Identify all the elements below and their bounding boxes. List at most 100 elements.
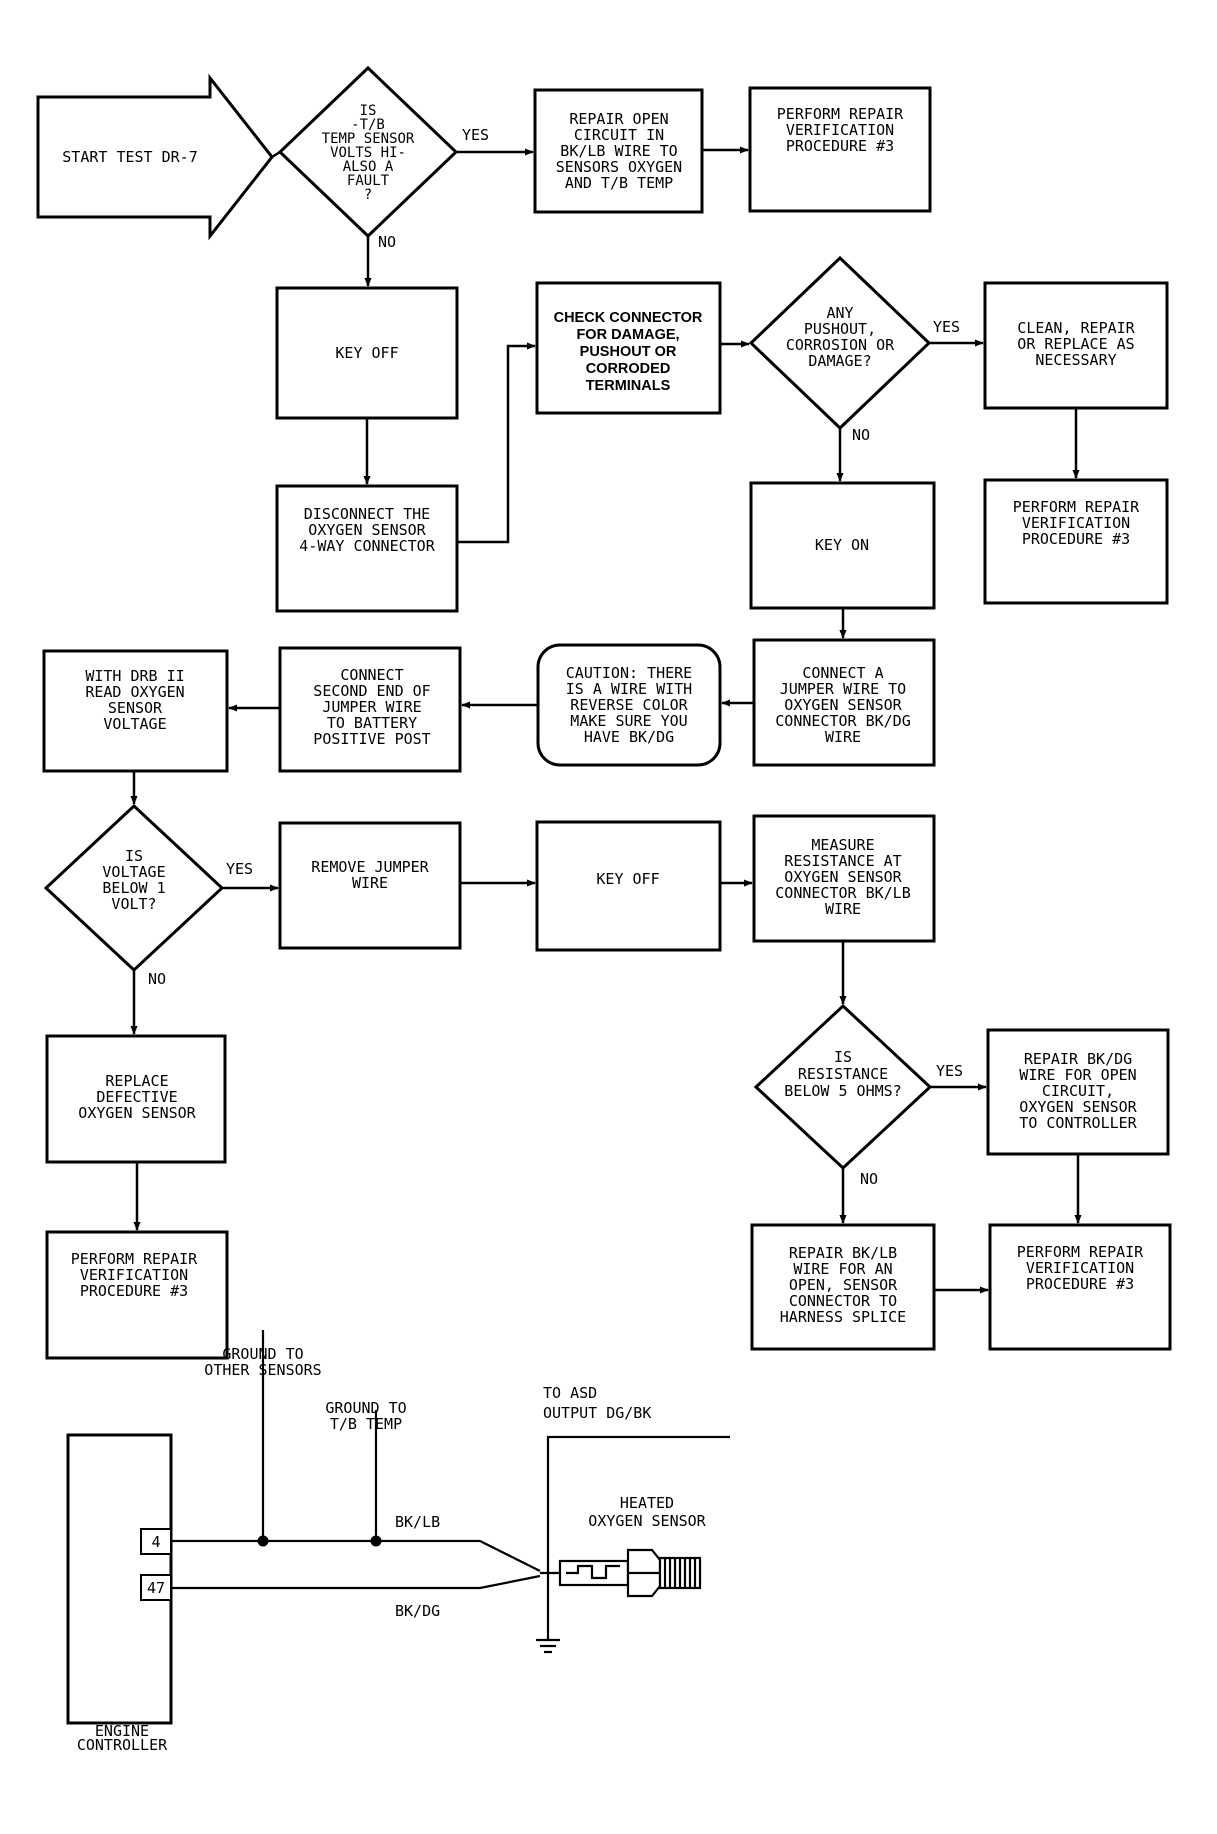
- oxygen-sensor-icon: [558, 1548, 702, 1598]
- replace-box: [45, 1034, 227, 1164]
- text-line: WIRE FOR OPEN: [1019, 1066, 1136, 1084]
- key-off-box-1: [275, 286, 459, 420]
- bkdg-wire: [171, 1574, 541, 1590]
- text-line: PROCEDURE #3: [1026, 1275, 1134, 1293]
- text-line: CIRCUIT,: [1042, 1082, 1114, 1100]
- text-line: VERIFICATION: [786, 121, 894, 139]
- check-connector-box: [535, 281, 722, 415]
- text-line: CORRODED: [586, 361, 671, 377]
- text-line: CONTROLLER: [77, 1736, 168, 1754]
- verify-box-3: [45, 1230, 229, 1360]
- repair-bklb-box: [750, 1223, 936, 1351]
- disconnect-box: [275, 484, 459, 613]
- text-line: REPAIR BK/DG: [1024, 1050, 1132, 1068]
- start-to-decision-connector: [271, 150, 281, 159]
- text-line: CONNECTOR BK/LB: [775, 884, 910, 902]
- bklb-wire: [171, 1539, 541, 1572]
- text-line: HARNESS SPLICE: [780, 1308, 906, 1326]
- text-line: CLEAN, REPAIR: [1017, 319, 1135, 337]
- text-line: OTHER SENSORS: [204, 1361, 321, 1379]
- text-line: VERIFICATION: [1022, 514, 1130, 532]
- text-line: GROUND TO: [222, 1345, 303, 1363]
- pushout-no-label: NO: [852, 426, 870, 444]
- text-line: IS: [360, 103, 377, 119]
- text-line: ?: [364, 187, 372, 203]
- text-line: VERIFICATION: [80, 1266, 188, 1284]
- text-line: REPLACE: [105, 1072, 168, 1090]
- text-line: IS: [125, 847, 143, 865]
- disconnect-to-check-arrow: [457, 342, 536, 544]
- text-line: CIRCUIT IN: [574, 126, 664, 144]
- measure-box: [752, 814, 936, 943]
- text-line: VERIFICATION: [1026, 1259, 1134, 1277]
- text-line: DISCONNECT THE: [304, 505, 430, 523]
- text-line: VOLTAGE: [102, 863, 165, 881]
- text-line: FAULT: [347, 173, 390, 189]
- connect-jumper-box: [752, 638, 936, 767]
- text-line: PROCEDURE #3: [786, 137, 894, 155]
- text-line: RESISTANCE AT: [784, 852, 901, 870]
- splice-dot-2: [370, 1535, 382, 1547]
- text-line: PROCEDURE #3: [1022, 530, 1130, 548]
- splice-dot-1: [257, 1535, 269, 1547]
- text-line: PUSHOUT,: [804, 320, 876, 338]
- text-line: READ OXYGEN: [85, 683, 184, 701]
- pushout-yes-label: YES: [933, 318, 960, 336]
- temp-no-label: NO: [378, 233, 396, 251]
- text-line: BELOW 5 OHMS?: [784, 1082, 901, 1100]
- text-line: REVERSE COLOR: [570, 696, 688, 714]
- resist-no-label: NO: [860, 1170, 878, 1188]
- key-on-box: [749, 481, 936, 610]
- text-line: HAVE BK/DG: [584, 728, 674, 746]
- text-line: WIRE: [825, 728, 861, 746]
- text-line: WITH DRB II: [85, 667, 184, 685]
- voltage-yes-label: YES: [226, 860, 253, 878]
- text-line: CONNECT A: [802, 664, 883, 682]
- text-line: PUSHOUT OR: [580, 344, 677, 360]
- text-line: SENSOR: [108, 699, 163, 717]
- pin-47-label: 47: [147, 1579, 165, 1597]
- text-line: POSITIVE POST: [313, 730, 430, 748]
- text-line: REMOVE JUMPER: [311, 858, 429, 876]
- text-line: DAMAGE?: [808, 352, 871, 370]
- pin-47-box: [140, 1574, 172, 1601]
- text-line: FOR DAMAGE,: [576, 327, 679, 343]
- text-line: NECESSARY: [1035, 351, 1116, 369]
- voltage-no-label: NO: [148, 970, 166, 988]
- text-line: MEASURE: [811, 836, 874, 854]
- text-line: CONNECTOR BK/DG: [775, 712, 910, 730]
- text-line: 4-WAY CONNECTOR: [299, 537, 435, 555]
- text-line: CORROSION OR: [786, 336, 895, 354]
- start-text: START TEST DR-7: [62, 148, 197, 166]
- text-line: REPAIR BK/LB: [789, 1244, 897, 1262]
- text-line: PERFORM REPAIR: [1013, 498, 1140, 516]
- text-line: KEY OFF: [335, 344, 398, 362]
- text-line: CHECK CONNECTOR: [554, 310, 703, 326]
- text-line: OXYGEN SENSOR: [588, 1512, 706, 1530]
- text-line: -T/B: [351, 117, 385, 133]
- text-line: AND T/B TEMP: [565, 174, 673, 192]
- verify-box-1: [748, 86, 932, 213]
- text-line: START TEST DR-7: [62, 148, 197, 166]
- text-line: JUMPER WIRE: [322, 698, 421, 716]
- key-on-text: KEY ON: [815, 536, 869, 554]
- text-line: OXYGEN SENSOR: [78, 1104, 196, 1122]
- text-line: RESISTANCE: [798, 1065, 888, 1083]
- text-line: ENGINE: [95, 1722, 149, 1740]
- pin-4-label: 4: [151, 1533, 160, 1551]
